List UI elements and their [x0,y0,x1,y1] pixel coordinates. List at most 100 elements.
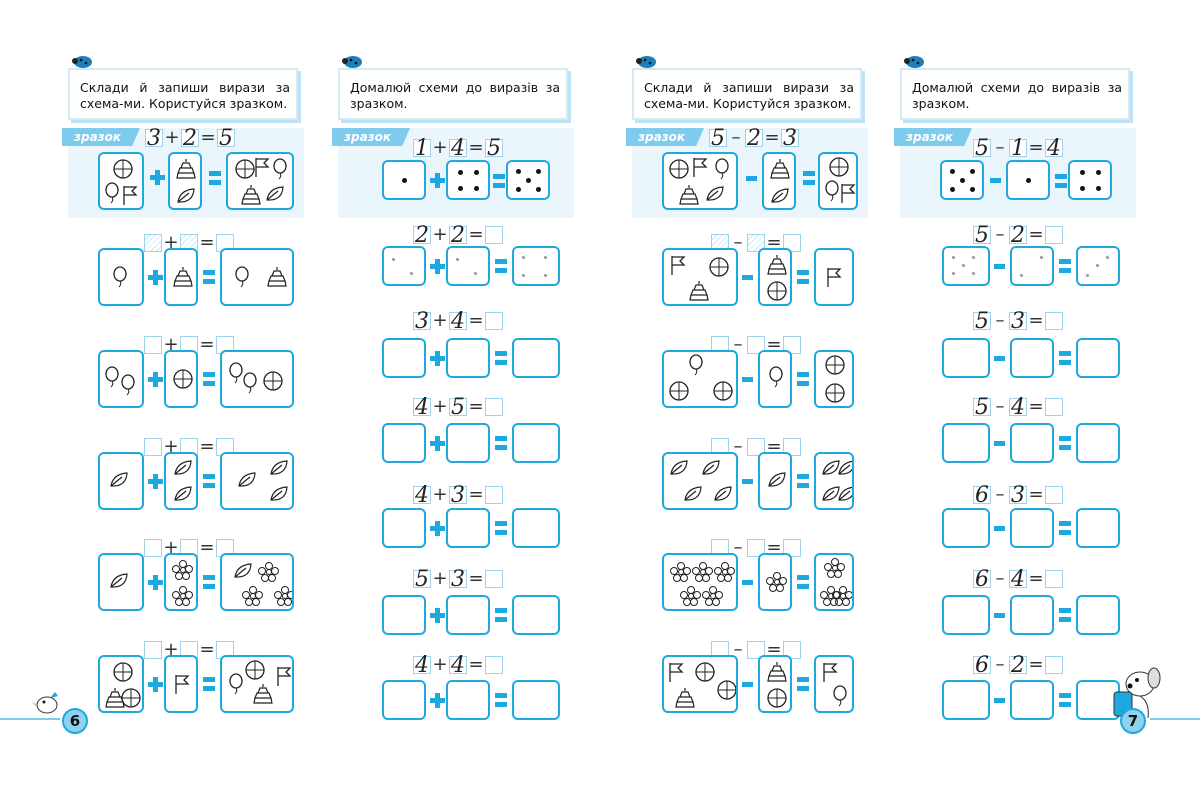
answer-cell[interactable] [144,438,162,456]
scheme-box-left[interactable] [382,680,426,720]
scheme-box-right[interactable] [512,595,560,635]
answer-cell[interactable] [485,398,503,416]
leaf-icon [768,472,786,487]
scheme-box-middle[interactable] [1010,246,1054,286]
answer-cell[interactable] [1045,656,1063,674]
scheme-box-right[interactable] [1076,508,1120,548]
answer-cell[interactable] [711,234,729,252]
pyramid-icon [689,281,709,301]
equals-sign: = [199,537,215,558]
scheme-box-right[interactable] [1076,595,1120,635]
plus-sign: + [163,639,179,660]
scheme-box-left[interactable] [382,595,426,635]
sample-label: зразок [62,128,140,146]
scheme-box-left[interactable] [942,338,990,378]
answer-cell[interactable] [485,570,503,588]
answer-cell[interactable] [1045,486,1063,504]
answer-cell[interactable] [144,234,162,252]
scheme-box-left [662,248,738,306]
answer-cell[interactable] [1045,312,1063,330]
scheme-box-middle[interactable] [1010,595,1054,635]
scheme-box-left[interactable] [382,338,426,378]
answer-cell[interactable] [783,438,801,456]
answer-cell[interactable] [783,641,801,659]
scheme-box-middle[interactable] [446,680,490,720]
operand-a: 6 [973,483,991,508]
scheme-box-left[interactable] [942,246,990,286]
leaf-icon [266,186,284,201]
answer-cell[interactable] [485,486,503,504]
instruction-text: Склади й запиши вирази за схема-ми. Кори… [80,80,290,111]
scheme-box-middle[interactable] [446,423,490,463]
minus-sign: – [995,654,1005,675]
operand-a: 3 [145,126,163,151]
operand-a: 1 [413,136,431,161]
scheme-box-right[interactable] [512,423,560,463]
answer-cell[interactable] [485,656,503,674]
answer-cell[interactable] [485,312,503,330]
scheme-box-middle[interactable] [1010,423,1054,463]
scheme-box-right[interactable] [1076,246,1120,286]
die-dot [516,169,521,174]
scheme-box-middle [762,152,796,210]
flag-icon [123,186,138,205]
die-dot-hint [1096,264,1099,267]
equals-sign: = [764,127,780,148]
scheme-box-left[interactable] [382,246,426,286]
answer-cell[interactable] [485,226,503,244]
answer-cell[interactable] [1045,226,1063,244]
scheme-box-right[interactable] [1076,423,1120,463]
scheme-box-right[interactable] [512,680,560,720]
operand-a: 4 [413,483,431,508]
scheme-box-left[interactable] [382,508,426,548]
scheme-box-left[interactable] [942,595,990,635]
flag-icon [277,667,292,686]
scheme-box-right [814,248,854,306]
answer-cell[interactable] [783,234,801,252]
pyramid-icon [767,662,787,682]
answer-cell[interactable] [747,641,765,659]
scheme-box-middle[interactable] [446,246,490,286]
scheme-box-left [662,655,738,713]
scheme-box-middle[interactable] [446,338,490,378]
answer-cell[interactable] [1045,570,1063,588]
leaf-icon [822,486,840,501]
scheme-box-left[interactable] [942,423,990,463]
answer-cell[interactable] [747,539,765,557]
scheme-box-middle[interactable] [1010,338,1054,378]
scheme-box-middle[interactable] [446,508,490,548]
equals-sign: = [468,224,484,245]
scheme-box-right[interactable] [512,508,560,548]
equals-icon [802,170,816,186]
scheme-box-middle[interactable] [1010,680,1054,720]
scheme-box-left[interactable] [942,680,990,720]
answer-cell[interactable] [747,336,765,354]
scheme-box-left [98,553,144,611]
sample-scheme [382,160,550,204]
scheme-box-middle[interactable] [1010,508,1054,548]
answer-cell[interactable] [144,336,162,354]
scheme-box-left[interactable] [942,508,990,548]
plus-icon [148,474,163,489]
scheme-box-right[interactable] [512,338,560,378]
footer-line-left [0,718,60,720]
answer-cell[interactable] [747,234,765,252]
scheme-box-left[interactable] [382,423,426,463]
answer-cell[interactable] [1045,398,1063,416]
answer-cell[interactable] [144,641,162,659]
minus-sign: – [995,310,1005,331]
answer-cell[interactable] [783,336,801,354]
die-dot-hint [972,256,975,259]
equals-icon [796,371,810,387]
answer-cell[interactable] [783,539,801,557]
scheme-box-left [98,452,144,510]
answer-cell[interactable] [747,438,765,456]
plus-icon [148,270,163,285]
scheme-box-middle[interactable] [446,595,490,635]
given-expression: 2+2= [412,224,504,247]
minus-icon [994,264,1005,269]
scheme-box-right[interactable] [512,246,560,286]
die-dot [516,187,521,192]
answer-cell[interactable] [144,539,162,557]
scheme-box-right[interactable] [1076,338,1120,378]
